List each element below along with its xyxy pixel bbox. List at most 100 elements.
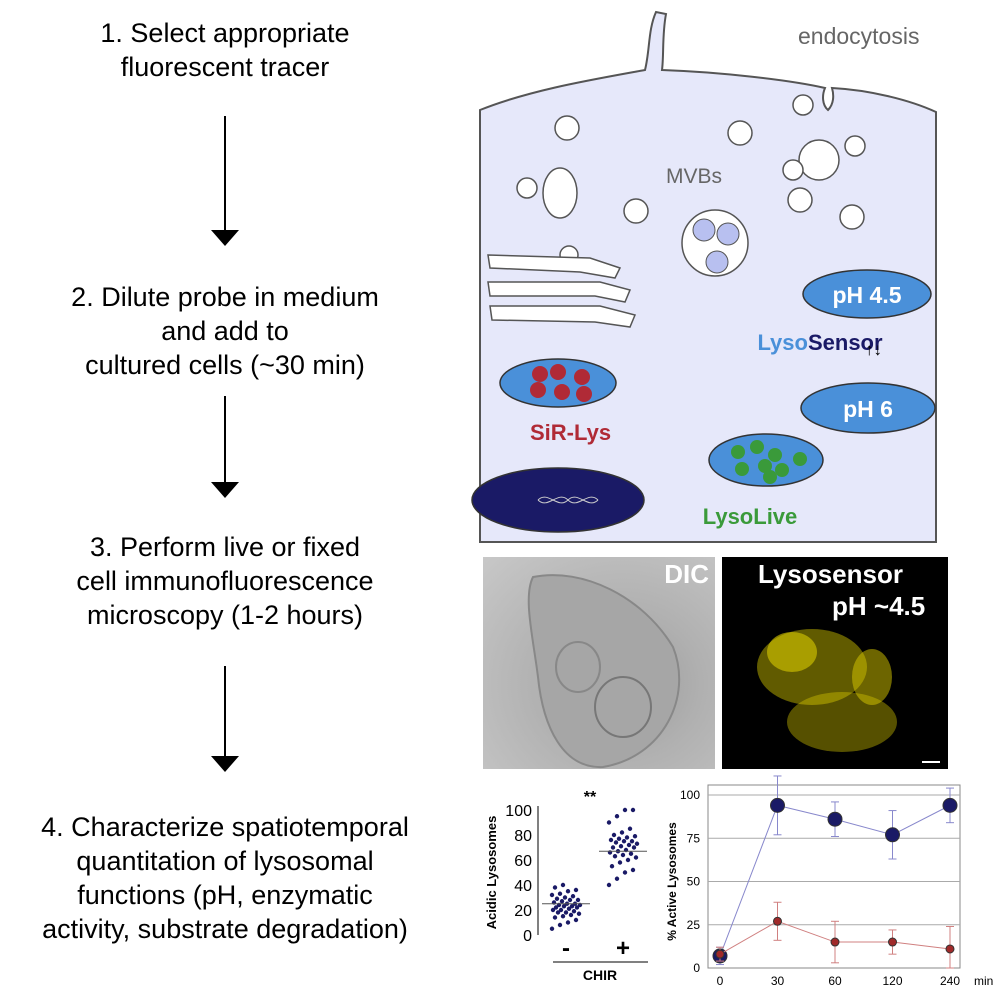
scatter-point-1-23 [616, 836, 622, 841]
x-axis-unit-label: min [974, 974, 993, 988]
y-tick-label-2: 40 [514, 878, 532, 895]
series-point-0-2 [827, 811, 843, 827]
sir-lys-probes [530, 364, 592, 402]
scatter-point-1-21 [629, 839, 635, 844]
step-3-line-3: microscopy (1-2 hours) [86, 600, 364, 630]
ph-low-label: pH 6 [843, 396, 893, 422]
step-4-line-2: quantitation of lysosomal [76, 846, 374, 876]
scatter-point-1-26 [611, 832, 617, 838]
arrowhead-1 [211, 230, 239, 246]
arrow-2 [224, 396, 226, 482]
lysolive-label: LysoLive [703, 504, 798, 529]
scatter-point-0-25 [575, 897, 581, 903]
scatter-point-1-19 [613, 840, 619, 845]
scatter-point-1-7 [633, 855, 639, 860]
scatter-point-0-28 [570, 894, 576, 899]
scatter-point-0-29 [549, 892, 555, 898]
y-axis-label: Acidic Lysosomes [484, 816, 499, 930]
lysosensor-label-1: Lysosensor [758, 559, 903, 589]
y-tick-label-1: 20 [514, 903, 532, 920]
scatter-point-0-32 [573, 887, 579, 893]
ph-high-label: pH 4.5 [832, 282, 901, 308]
arrowhead-2 [211, 482, 239, 498]
scatter-point-0-27 [562, 895, 568, 900]
scatter-point-1-32 [630, 807, 636, 813]
scatter-point-1-27 [619, 830, 625, 835]
scatter-point-0-33 [552, 885, 558, 890]
y-tick-label-0: 0 [523, 928, 532, 945]
scatter-point-0-10 [571, 909, 577, 914]
y-tick-label-5: 100 [505, 803, 532, 820]
y-tick-label-4: 100 [680, 788, 700, 802]
cell-diagram: endocytosis MVBs SiR-Lys [471, 10, 937, 543]
step-3-line-2: cell immunofluorescence [76, 566, 374, 596]
scatter-point-1-9 [620, 852, 626, 858]
scatter-point-1-29 [606, 820, 612, 825]
scatter-point-1-4 [609, 864, 615, 869]
sir-lys-label: SiR-Lys [530, 420, 611, 445]
arrow-3 [224, 666, 226, 756]
scatter-point-0-24 [567, 897, 573, 903]
dic-label: DIC [664, 559, 709, 589]
scatter-point-0-9 [563, 910, 569, 915]
scatter-point-0-1 [557, 922, 563, 928]
scatter-point-1-20 [621, 839, 627, 844]
step-1-line-2: fluorescent tracer [120, 52, 330, 82]
lysosensor-label-part1: Lyso [757, 330, 808, 355]
vesicles [516, 94, 866, 265]
step-3-text: 3. Perform live or fixed cell immunofluo… [0, 530, 450, 632]
y-tick-label-0: 0 [693, 961, 700, 975]
scatter-point-0-26 [554, 896, 560, 901]
scatter-point-1-16 [618, 844, 624, 849]
series-point-1-1 [773, 916, 782, 926]
category-label-0: - [562, 935, 570, 962]
scatter-point-0-30 [557, 891, 563, 896]
scatter-point-1-31 [622, 807, 628, 813]
scatter-point-0-4 [552, 915, 558, 920]
scatter-point-0-23 [559, 899, 565, 904]
scatter-point-1-6 [625, 857, 631, 863]
scatter-point-1-3 [630, 867, 636, 873]
lysosensor-label: LysoSensor [757, 330, 883, 355]
scatter-point-0-17 [569, 904, 575, 909]
ph-low-lysosome [800, 382, 936, 434]
scatter-point-1-17 [626, 842, 632, 848]
series-point-0-1 [770, 797, 785, 813]
scatter-point-1-28 [627, 826, 633, 831]
nucleus [471, 467, 645, 533]
y-axis-label: % Active Lysosomes [665, 822, 679, 941]
category-label-1: + [616, 935, 630, 962]
lysosensor-label-part2: Sensor [808, 330, 883, 355]
scatter-point-1-22 [608, 837, 614, 843]
scatter-point-1-10 [628, 851, 634, 856]
y-tick-label-3: 75 [687, 831, 701, 845]
y-tick-label-2: 50 [687, 875, 701, 889]
mvbs-label: MVBs [666, 165, 722, 188]
scatter-point-1-18 [634, 841, 640, 846]
golgi-apparatus [487, 254, 637, 328]
series-point-0-3 [885, 827, 900, 843]
scatter-point-0-6 [568, 912, 574, 918]
y-tick-label-4: 80 [514, 828, 532, 845]
scatter-point-0-8 [555, 910, 561, 915]
dic-cell-texture [527, 574, 681, 769]
equilibrium-arrows: ↑↓ [865, 340, 882, 359]
step-4-text: 4. Characterize spatiotemporal quantitat… [0, 810, 450, 946]
scatter-point-1-15 [610, 845, 616, 850]
series-point-1-2 [830, 937, 840, 947]
lysosensor-micrograph: Lysosensor pH ~4.5 [722, 557, 948, 769]
scatter-point-0-5 [560, 914, 566, 919]
ph-high-lysosome [802, 269, 932, 319]
scatter-point-1-8 [612, 854, 618, 859]
lysolive-probes [731, 440, 807, 484]
lysosensor-signal [757, 629, 940, 763]
scatter-point-1-1 [614, 876, 620, 881]
series-point-1-4 [945, 944, 955, 954]
scatter-point-0-0 [549, 926, 555, 931]
scatter-point-0-3 [573, 917, 579, 923]
scatter-point-1-30 [614, 814, 620, 819]
step-4-line-1: 4. Characterize spatiotemporal [41, 812, 409, 842]
y-tick-label-3: 60 [514, 853, 532, 870]
dic-micrograph: DIC [483, 557, 715, 769]
